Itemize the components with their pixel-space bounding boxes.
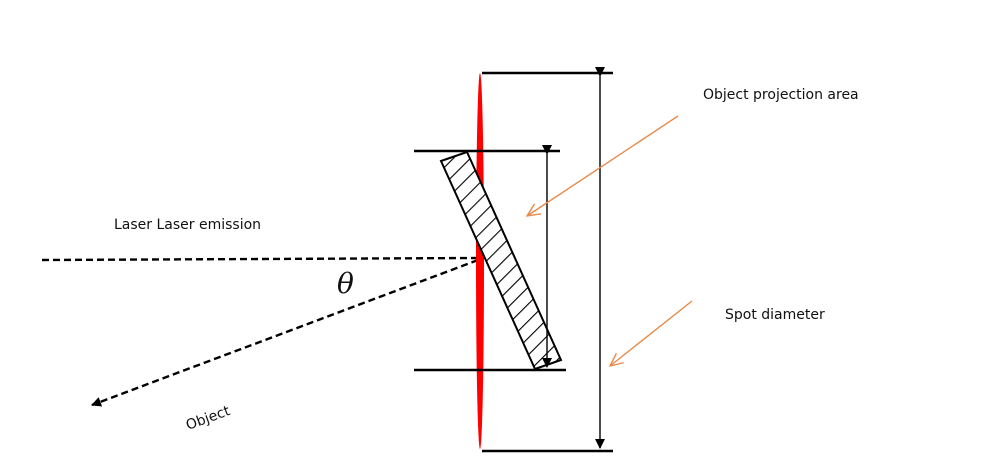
reflected-beam bbox=[91, 258, 479, 407]
spot-callout-arrow bbox=[610, 300, 693, 366]
spot-diameter-label: Spot diameter bbox=[725, 307, 825, 323]
theta-angle-label: θ bbox=[337, 267, 354, 300]
projection-callout-arrow bbox=[527, 115, 679, 216]
tilted-object bbox=[439, 150, 563, 371]
laser-emission-label: Laser Laser emission bbox=[114, 217, 261, 233]
incident-beam bbox=[41, 256, 479, 262]
object-label: Object bbox=[184, 403, 233, 434]
laser-spot bbox=[476, 73, 484, 449]
object-projection-area-label: Object projection area bbox=[703, 87, 859, 103]
